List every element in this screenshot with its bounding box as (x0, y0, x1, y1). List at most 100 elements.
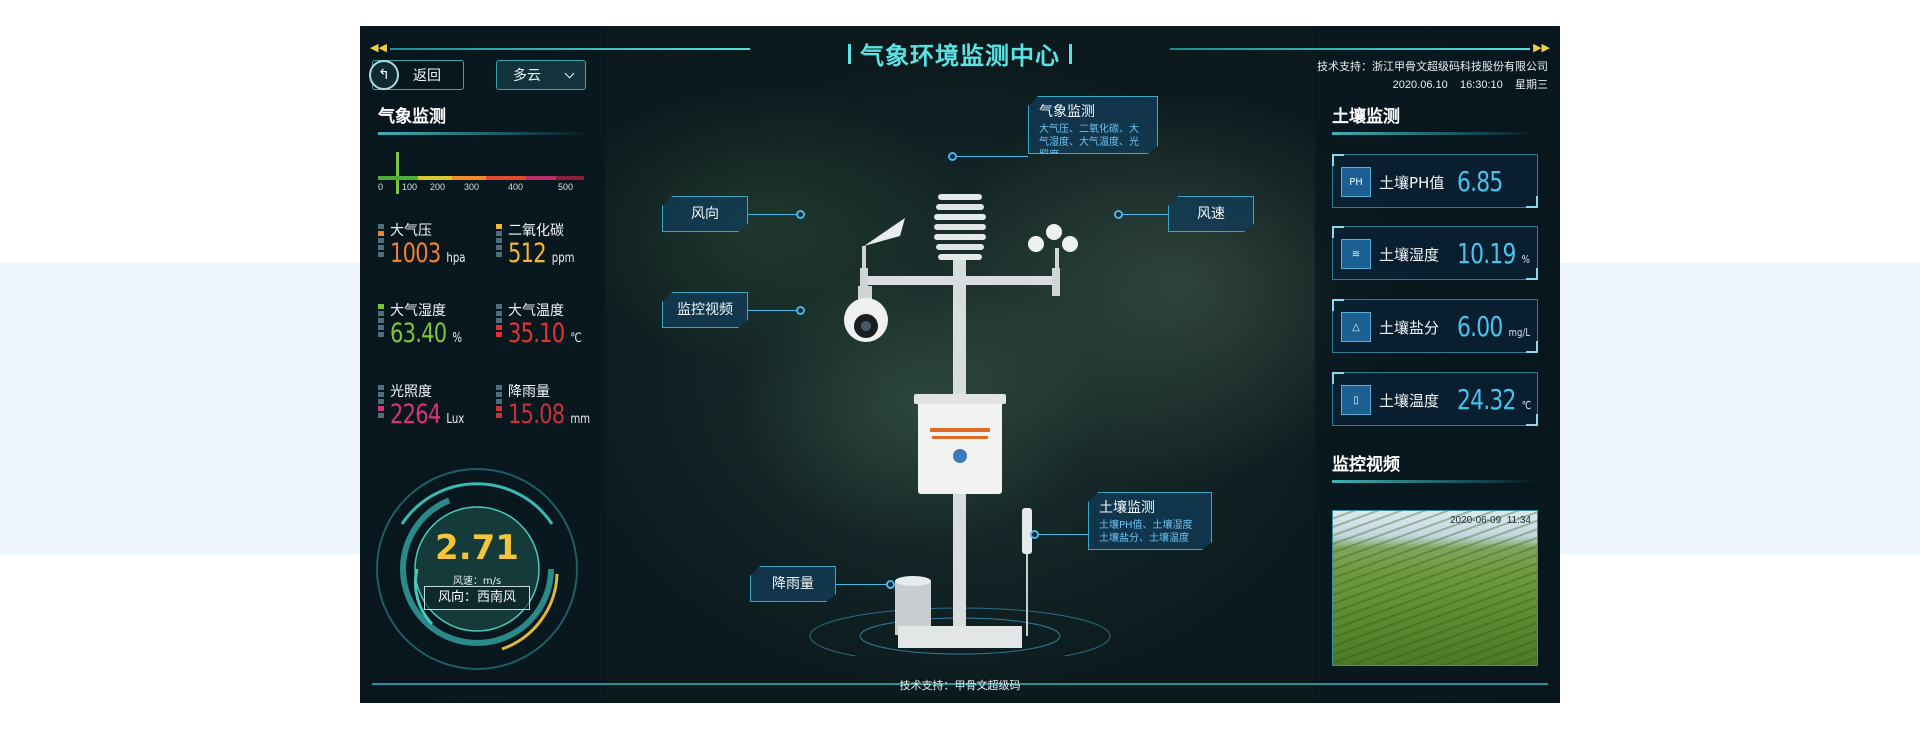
metric-value: 35.10 ℃ (508, 318, 582, 349)
video-section-title: 监控视频 (1332, 455, 1400, 475)
soil-card-humidity: ≋ 土壤湿度 10.19 % (1332, 226, 1538, 280)
level-bars (378, 304, 384, 339)
card-value: 6.00 mg/L (1457, 310, 1531, 343)
right-arrows-icon: ▶▶ (1533, 41, 1550, 54)
card-label: 土壤PH值 (1379, 174, 1445, 192)
soil-section-title: 土壤监测 (1332, 107, 1400, 127)
wind-gauge: 2.71 风速：m/s 风向：西南风 (372, 464, 582, 674)
card-label: 土壤盐分 (1379, 319, 1440, 337)
callout-subtitle: 土壤PH值、土壤湿度土壤盐分、土壤温度 (1099, 520, 1193, 544)
metric-pressure: 大气压 1003 hpa (378, 220, 496, 270)
card-value: 10.19 % (1457, 237, 1530, 270)
metric-label: 降雨量 (508, 384, 550, 400)
metric-value: 15.08 mm (508, 399, 591, 430)
scale-pointer (396, 152, 399, 194)
callout-video: 监控视频 (662, 292, 748, 328)
callout-leader (1036, 534, 1088, 535)
card-label: 土壤温度 (1379, 392, 1440, 410)
page-title: 气象环境监测中心 (860, 42, 1060, 70)
footer-line (372, 683, 1548, 685)
back-button-label: 返回 (413, 68, 441, 84)
callout-dot (1114, 210, 1123, 219)
camera-icon (844, 286, 888, 342)
footer-text: 技术支持：甲骨文超级码 (899, 679, 1021, 692)
humidity-icon: ≋ (1341, 239, 1371, 269)
metric-illuminance: 光照度 2264 Lux (378, 381, 496, 431)
camera-video-feed[interactable]: 2020-06-09 11:34 (1332, 510, 1538, 666)
metric-air-humidity: 大气湿度 63.40 % (378, 300, 496, 350)
callout-leader (956, 156, 1028, 157)
video-timestamp: 2020-06-09 11:34 (1450, 515, 1531, 526)
metric-label: 大气温度 (508, 303, 564, 319)
weather-station-illustration (809, 194, 1111, 656)
metric-air-temperature: 大气温度 35.10 ℃ (496, 300, 614, 350)
ph-icon: PH (1341, 167, 1371, 197)
level-bars (378, 224, 384, 259)
level-bars (496, 224, 502, 259)
header-bar-right (1069, 44, 1072, 64)
scale-tick: 400 (508, 182, 524, 192)
card-value: 24.32 ℃ (1457, 383, 1532, 416)
callout-wind-direction: 风向 (662, 196, 748, 232)
datetime-text: 2020.06.10 16:30:10 星期三 (1392, 79, 1548, 91)
scale-tick: 500 (558, 182, 574, 192)
level-bars (496, 385, 502, 420)
weather-select[interactable]: 多云 (496, 60, 586, 90)
level-bars (378, 385, 384, 420)
wind-speed-value: 2.71 (435, 528, 519, 568)
callout-dot (796, 210, 805, 219)
callout-title: 气象监测 (1039, 104, 1095, 120)
anemometer-icon (1028, 224, 1078, 270)
card-value: 6.85 (1457, 165, 1503, 198)
callout-leader (748, 310, 804, 311)
datalogger-box-icon (914, 394, 1006, 494)
callout-weather: 气象监测 大气压、二氧化碳、大气湿度、大气温度、光照度 (1028, 96, 1158, 154)
metric-value: 1003 hpa (390, 238, 466, 269)
wind-direction: 风向：西南风 (424, 586, 530, 610)
scale-tick: 200 (430, 182, 446, 192)
callout-wind-speed: 风速 (1168, 196, 1254, 232)
gauge-rings (376, 468, 578, 670)
header-line-right (1170, 48, 1530, 50)
aqi-scale-ticks: 0 100 200 300 400 500 (378, 182, 588, 194)
aqi-scale-bar (378, 176, 584, 180)
soil-card-temperature: ▯ 土壤温度 24.32 ℃ (1332, 372, 1538, 426)
scale-tick: 100 (402, 182, 418, 192)
back-button[interactable]: ↰ 返回 (369, 60, 464, 90)
soil-card-ph: PH 土壤PH值 6.85 (1332, 154, 1538, 208)
weather-title-underline (378, 132, 588, 135)
weather-select-value: 多云 (513, 68, 541, 84)
callout-leader (1120, 214, 1168, 215)
metric-label: 大气湿度 (390, 303, 446, 319)
metric-label: 大气压 (390, 223, 432, 239)
callout-soil: 土壤监测 土壤PH值、土壤湿度土壤盐分、土壤温度 (1088, 492, 1212, 550)
radiation-shield-icon (934, 194, 986, 260)
metric-value: 512 ppm (508, 238, 575, 269)
salt-icon: △ (1341, 312, 1371, 342)
metric-co2: 二氧化碳 512 ppm (496, 220, 614, 270)
callout-title: 土壤监测 (1099, 500, 1155, 516)
callout-dot (1030, 530, 1039, 539)
callout-dot (796, 306, 805, 315)
tech-support-text: 技术支持：浙江甲骨文超级码科技股份有限公司 (1317, 61, 1548, 73)
thermometer-icon: ▯ (1341, 385, 1371, 415)
header-bar-left (848, 44, 851, 64)
wind-speed-unit: 风速：m/s (452, 576, 502, 587)
callout-dot (886, 580, 895, 589)
metric-label: 二氧化碳 (508, 223, 564, 239)
soil-probe-icon (1022, 508, 1032, 636)
dashboard-screen: ◀◀ ▶▶ 气象环境监测中心 技术支持：浙江甲骨文超级码科技股份有限公司 202… (360, 26, 1560, 703)
level-bars (496, 304, 502, 339)
left-arrows-icon: ◀◀ (370, 41, 387, 54)
callout-rainfall: 降雨量 (750, 566, 836, 602)
callout-leader (748, 214, 804, 215)
chevron-down-icon (564, 68, 575, 78)
metric-value: 2264 Lux (390, 399, 465, 430)
soil-title-underline (1332, 132, 1538, 135)
soil-card-salt: △ 土壤盐分 6.00 mg/L (1332, 299, 1538, 353)
header-line-left (390, 48, 750, 50)
video-title-underline (1332, 480, 1538, 483)
callout-leader (836, 584, 892, 585)
metric-value: 63.40 % (390, 318, 462, 349)
scale-tick: 0 (378, 182, 384, 192)
